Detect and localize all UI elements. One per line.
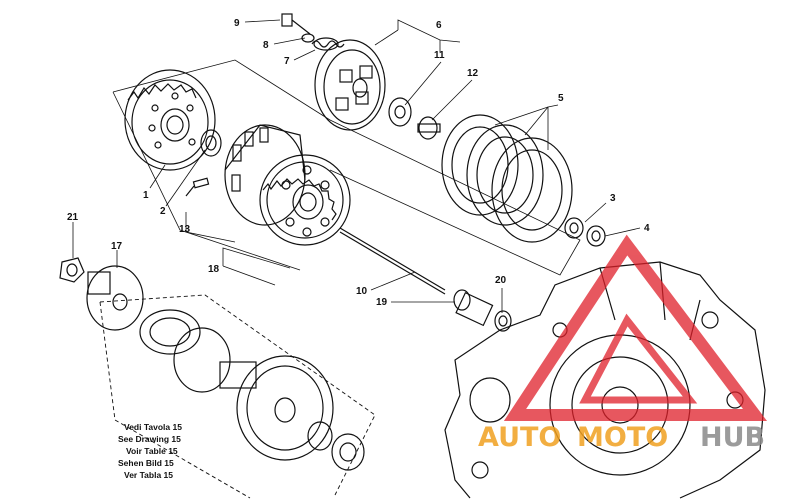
callout-labels: 9 8 7 6 11 12 5 1 2 13 3 4 21 17 18 10 1… bbox=[67, 18, 650, 308]
callout-13: 13 bbox=[179, 224, 191, 235]
part-5-clutch-plates bbox=[441, 114, 573, 243]
callout-3: 3 bbox=[610, 193, 616, 204]
part-1-clutch-gear bbox=[124, 69, 216, 171]
part-8-washer bbox=[301, 33, 315, 43]
starter-gear-assembly bbox=[139, 309, 365, 471]
callout-21: 21 bbox=[67, 212, 79, 223]
callout-4: 4 bbox=[644, 223, 650, 234]
callout-12: 12 bbox=[467, 68, 479, 79]
part-6-pressure-plate bbox=[314, 39, 386, 131]
callout-19: 19 bbox=[376, 297, 388, 308]
callout-8: 8 bbox=[263, 40, 269, 51]
callout-20: 20 bbox=[495, 275, 507, 286]
callout-10: 10 bbox=[356, 286, 368, 297]
callout-1: 1 bbox=[143, 190, 149, 201]
see-drawing-note: Vedi Tavola 15 See Drawing 15 Voir Table… bbox=[118, 422, 182, 480]
callout-11: 11 bbox=[434, 50, 445, 61]
watermark-hub: HUB bbox=[700, 422, 765, 453]
note-line-es: Ver Tabla 15 bbox=[124, 470, 173, 480]
part-20-seal bbox=[494, 310, 512, 332]
watermark-moto: MOTO bbox=[577, 422, 668, 453]
callout-5: 5 bbox=[558, 93, 564, 104]
watermark-logo: AUTO MOTO HUB bbox=[478, 234, 768, 453]
crankcase bbox=[444, 261, 766, 499]
part-13-bolt bbox=[185, 177, 210, 197]
part-3-nut bbox=[564, 217, 584, 239]
part-12-pushrod-pin bbox=[417, 116, 441, 140]
part-17-primary-gear bbox=[86, 265, 144, 331]
callout-18: 18 bbox=[208, 264, 220, 275]
part-11-bearing bbox=[388, 97, 412, 127]
part-2-washer bbox=[200, 129, 222, 157]
callout-9: 9 bbox=[234, 18, 240, 29]
part-19-bushing bbox=[453, 289, 494, 327]
callout-2: 2 bbox=[160, 206, 166, 217]
callout-6: 6 bbox=[436, 20, 442, 31]
part-4-lock-washer bbox=[586, 225, 606, 247]
part-18-clutch-basket bbox=[224, 124, 351, 246]
watermark-triangle bbox=[503, 234, 768, 421]
callout-17: 17 bbox=[111, 241, 123, 252]
part-9-bolt bbox=[281, 13, 311, 35]
part-21-nut bbox=[59, 257, 85, 283]
note-line-de: Sehen Bild 15 bbox=[118, 458, 174, 468]
note-line-en: See Drawing 15 bbox=[118, 434, 181, 444]
note-line-fr: Voir Table 15 bbox=[126, 446, 178, 456]
part-10-pushrod bbox=[339, 227, 446, 295]
leader-lines bbox=[72, 19, 641, 313]
part-7-spring bbox=[311, 37, 345, 51]
callout-7: 7 bbox=[284, 56, 290, 67]
watermark-auto: AUTO bbox=[478, 422, 561, 453]
note-line-it: Vedi Tavola 15 bbox=[124, 422, 182, 432]
